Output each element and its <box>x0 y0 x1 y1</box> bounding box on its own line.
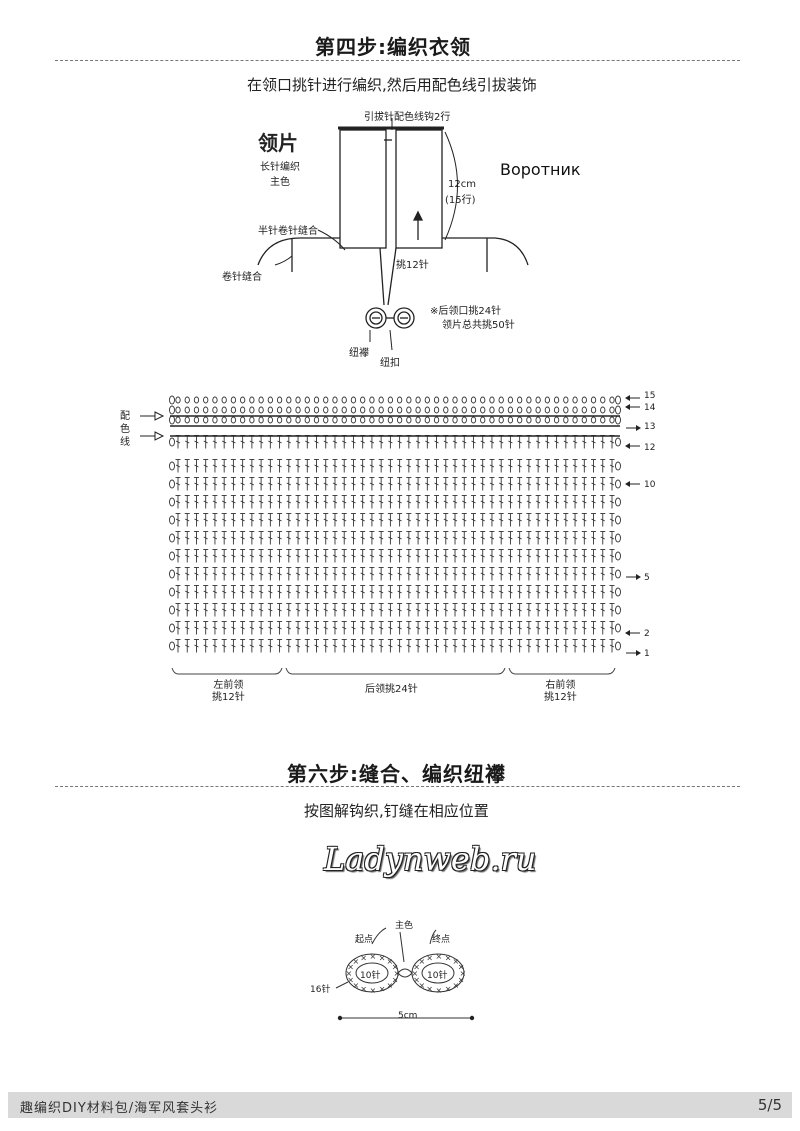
row-label-1: 1 <box>644 649 650 659</box>
end-label: 终点 <box>432 935 451 945</box>
svg-text:×: × <box>419 957 426 966</box>
right-collar-piece <box>395 129 443 249</box>
color-label: 主色 <box>270 177 290 188</box>
button-label: 纽扣 <box>380 358 400 369</box>
svg-text:×: × <box>347 963 354 972</box>
stitch-count-label: 16针 <box>310 985 331 995</box>
button-loop-label: 纽襻 <box>349 348 369 359</box>
svg-text:×: × <box>360 985 367 994</box>
start-label: 起点 <box>355 935 374 945</box>
pickup-label: 挑12针 <box>396 260 429 271</box>
row-label-13: 13 <box>644 422 656 432</box>
svg-text:×: × <box>426 985 433 994</box>
chart-grid <box>140 395 641 656</box>
svg-text:×: × <box>387 981 394 990</box>
back-label: 后领挑24针 <box>365 684 418 695</box>
contrast-char-3: 线 <box>120 437 130 448</box>
contrast-char-1: 配 <box>120 411 130 422</box>
divider <box>55 60 740 61</box>
svg-text:×: × <box>370 952 377 961</box>
svg-text:×: × <box>419 981 426 990</box>
watermark: Ladynweb.ru <box>324 840 537 878</box>
svg-text:×: × <box>445 985 452 994</box>
piece-title: 领片 <box>258 131 298 155</box>
svg-text:×: × <box>353 957 360 966</box>
svg-text:×: × <box>379 985 386 994</box>
section-brackets <box>171 668 616 675</box>
rows-label: (15行) <box>445 195 476 206</box>
svg-text:×: × <box>387 957 394 966</box>
right-front-line1: 右前领 <box>545 680 576 691</box>
main-color-label: 主色 <box>395 921 414 931</box>
russian-label: Воротник <box>500 160 581 179</box>
svg-text:×: × <box>346 969 353 978</box>
svg-text:×: × <box>458 976 465 985</box>
inner-left-label: 10针 <box>360 971 381 981</box>
svg-text:×: × <box>394 969 401 978</box>
left-collar-piece <box>339 129 387 249</box>
row-label-2: 2 <box>644 629 650 639</box>
page-number: 5/5 <box>757 1096 782 1114</box>
step6-subtitle: 按图解钩织,钉缝在相应位置 <box>304 802 489 820</box>
svg-text:×: × <box>453 981 460 990</box>
right-front-line2: 挑12针 <box>544 692 577 703</box>
svg-text:×: × <box>436 986 443 995</box>
svg-text:×: × <box>458 963 465 972</box>
footer-text: 趣编织DIY材料包/海军风套头衫 <box>20 1101 219 1116</box>
loop-drawing: ×××××××××××××××××××××××××××××××× <box>335 927 475 1021</box>
row-label-5: 5 <box>644 573 650 583</box>
contrast-label: 配 色 线 <box>120 410 130 449</box>
step4-subtitle: 在领口挑针进行编织,然后用配色线引拔装饰 <box>247 76 537 94</box>
right-front-label: 右前领 挑12针 <box>544 680 577 704</box>
svg-text:×: × <box>412 969 419 978</box>
row-label-14: 14 <box>644 403 656 413</box>
svg-text:×: × <box>379 953 386 962</box>
left-front-line1: 左前领 <box>213 680 244 691</box>
stitch-chart: 配 色 线 15 14 13 12 10 5 2 1 左前领 挑12针 后领挑2… <box>0 380 800 710</box>
collar-diagram: 引拔针配色线钩2行 领片 长针编织 主色 12cm (15行) Воротник… <box>0 0 800 380</box>
step6-title: 第六步:缝合、编织纽襻 <box>287 762 506 786</box>
inner-right-label: 10针 <box>427 971 448 981</box>
loop-diagram: ×××××××××××××××××××××××××××××××× 主色 起点 终… <box>300 910 500 1030</box>
top-label: 引拔针配色线钩2行 <box>364 112 451 123</box>
height-label: 12cm <box>448 179 476 190</box>
note-line1: ※后领口挑24针 <box>430 306 502 317</box>
contrast-char-2: 色 <box>120 424 130 435</box>
svg-text:×: × <box>460 969 467 978</box>
svg-text:×: × <box>392 963 399 972</box>
row-label-10: 10 <box>644 480 656 490</box>
svg-text:×: × <box>426 953 433 962</box>
svg-text:×: × <box>453 957 460 966</box>
divider-2 <box>55 786 740 787</box>
stitch-label: 长针编织 <box>260 162 300 173</box>
svg-text:×: × <box>347 976 354 985</box>
note-line2: 领片总共挑50针 <box>442 320 515 331</box>
footer-bar: 趣编织DIY材料包/海军风套头衫 5/5 <box>8 1092 792 1118</box>
whip-seam-label: 卷针缝合 <box>222 272 262 283</box>
left-front-line2: 挑12针 <box>212 692 245 703</box>
svg-text:×: × <box>413 963 420 972</box>
svg-text:×: × <box>353 981 360 990</box>
svg-text:×: × <box>360 953 367 962</box>
left-front-label: 左前领 挑12针 <box>212 680 245 704</box>
svg-text:×: × <box>413 976 420 985</box>
svg-text:×: × <box>392 976 399 985</box>
svg-text:×: × <box>436 952 443 961</box>
half-seam-label: 半针卷针缝合 <box>258 226 318 237</box>
collar-drawing <box>257 118 529 351</box>
svg-text:×: × <box>370 986 377 995</box>
length-label: 5cm <box>398 1011 418 1021</box>
row-label-12: 12 <box>644 443 656 453</box>
row-label-15: 15 <box>644 391 656 401</box>
svg-text:×: × <box>445 953 452 962</box>
step4-title: 第四步:编织衣领 <box>315 35 471 59</box>
